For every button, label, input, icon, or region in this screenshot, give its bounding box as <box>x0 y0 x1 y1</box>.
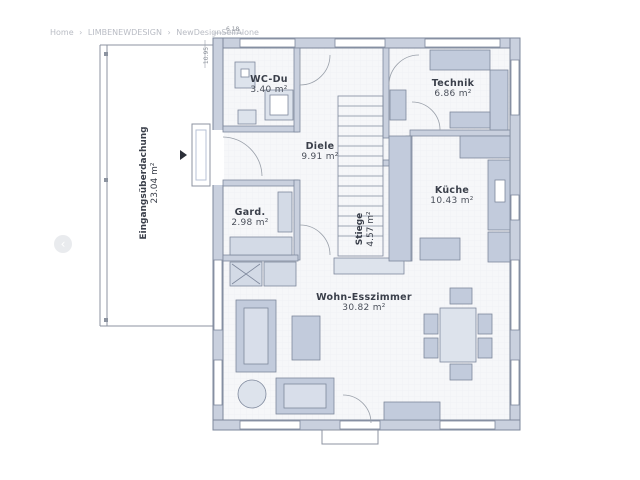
kitchen-fixtures <box>388 135 511 263</box>
room-label-wohn: Wohn-Esszimmer 30.82 m² <box>310 292 418 314</box>
room-label-gard: Gard. 2.98 m² <box>228 207 272 229</box>
room-name: Wohn-Esszimmer <box>316 292 412 303</box>
windows <box>213 38 520 430</box>
room-label-eingang: Eingangsüberdachung 23.04 m² <box>139 123 161 243</box>
entrance-canopy <box>99 44 213 327</box>
room-name: Technik <box>431 78 475 89</box>
garderobe-fixtures <box>229 191 297 287</box>
entrance-arrow-icon <box>180 150 187 160</box>
room-name: Küche <box>434 185 470 196</box>
dimension-left: 10.95 <box>203 46 211 65</box>
breadcrumb-home[interactable]: Home <box>50 28 74 37</box>
room-area: 9.91 m² <box>301 152 339 162</box>
dimension-marks <box>204 32 243 68</box>
room-area: 6.86 m² <box>434 89 472 99</box>
breadcrumb-separator: › <box>79 28 83 37</box>
room-label-kueche: Küche 10.43 m² <box>424 185 480 207</box>
dimension-top: 6.18 <box>226 26 240 33</box>
room-area: 2.98 m² <box>231 218 269 228</box>
room-name: Eingangsüberdachung <box>139 126 149 240</box>
room-label-stiege: Stiege 4.57 m² <box>355 199 377 259</box>
room-label-diele: Diele 9.91 m² <box>298 141 342 163</box>
entrance-door-gap <box>212 130 224 185</box>
room-label-technik: Technik 6.86 m² <box>428 78 478 100</box>
room-label-wc: WC-Du 3.40 m² <box>244 74 294 96</box>
room-area: 10.43 m² <box>430 196 474 206</box>
staircase <box>333 95 405 275</box>
breadcrumb-separator: › <box>167 28 171 37</box>
interior-doors <box>299 54 441 424</box>
room-area: 23.04 m² <box>150 162 160 204</box>
room-name: Gard. <box>234 207 266 218</box>
room-area: 3.40 m² <box>250 85 288 95</box>
dining-set <box>423 287 493 381</box>
living-furniture <box>235 299 441 421</box>
room-name: Stiege <box>355 212 365 246</box>
wc-fixtures <box>234 61 294 125</box>
technik-fixtures <box>389 49 509 131</box>
entrance-door-swing <box>222 136 263 177</box>
breadcrumb-current: NewDesignSelfAlone <box>176 28 259 37</box>
previous-image-button[interactable]: ‹ <box>54 235 72 253</box>
breadcrumb-category[interactable]: LIMBENEWDESIGN <box>87 28 162 37</box>
room-area: 4.57 m² <box>366 211 376 247</box>
room-name: WC-Du <box>250 74 288 85</box>
chevron-left-icon: ‹ <box>60 237 66 251</box>
terrace-door <box>321 429 379 445</box>
breadcrumb: Home › LIMBENEWDESIGN › NewDesignSelfAlo… <box>50 28 350 40</box>
room-area: 30.82 m² <box>342 303 386 313</box>
room-name: Diele <box>305 141 335 152</box>
